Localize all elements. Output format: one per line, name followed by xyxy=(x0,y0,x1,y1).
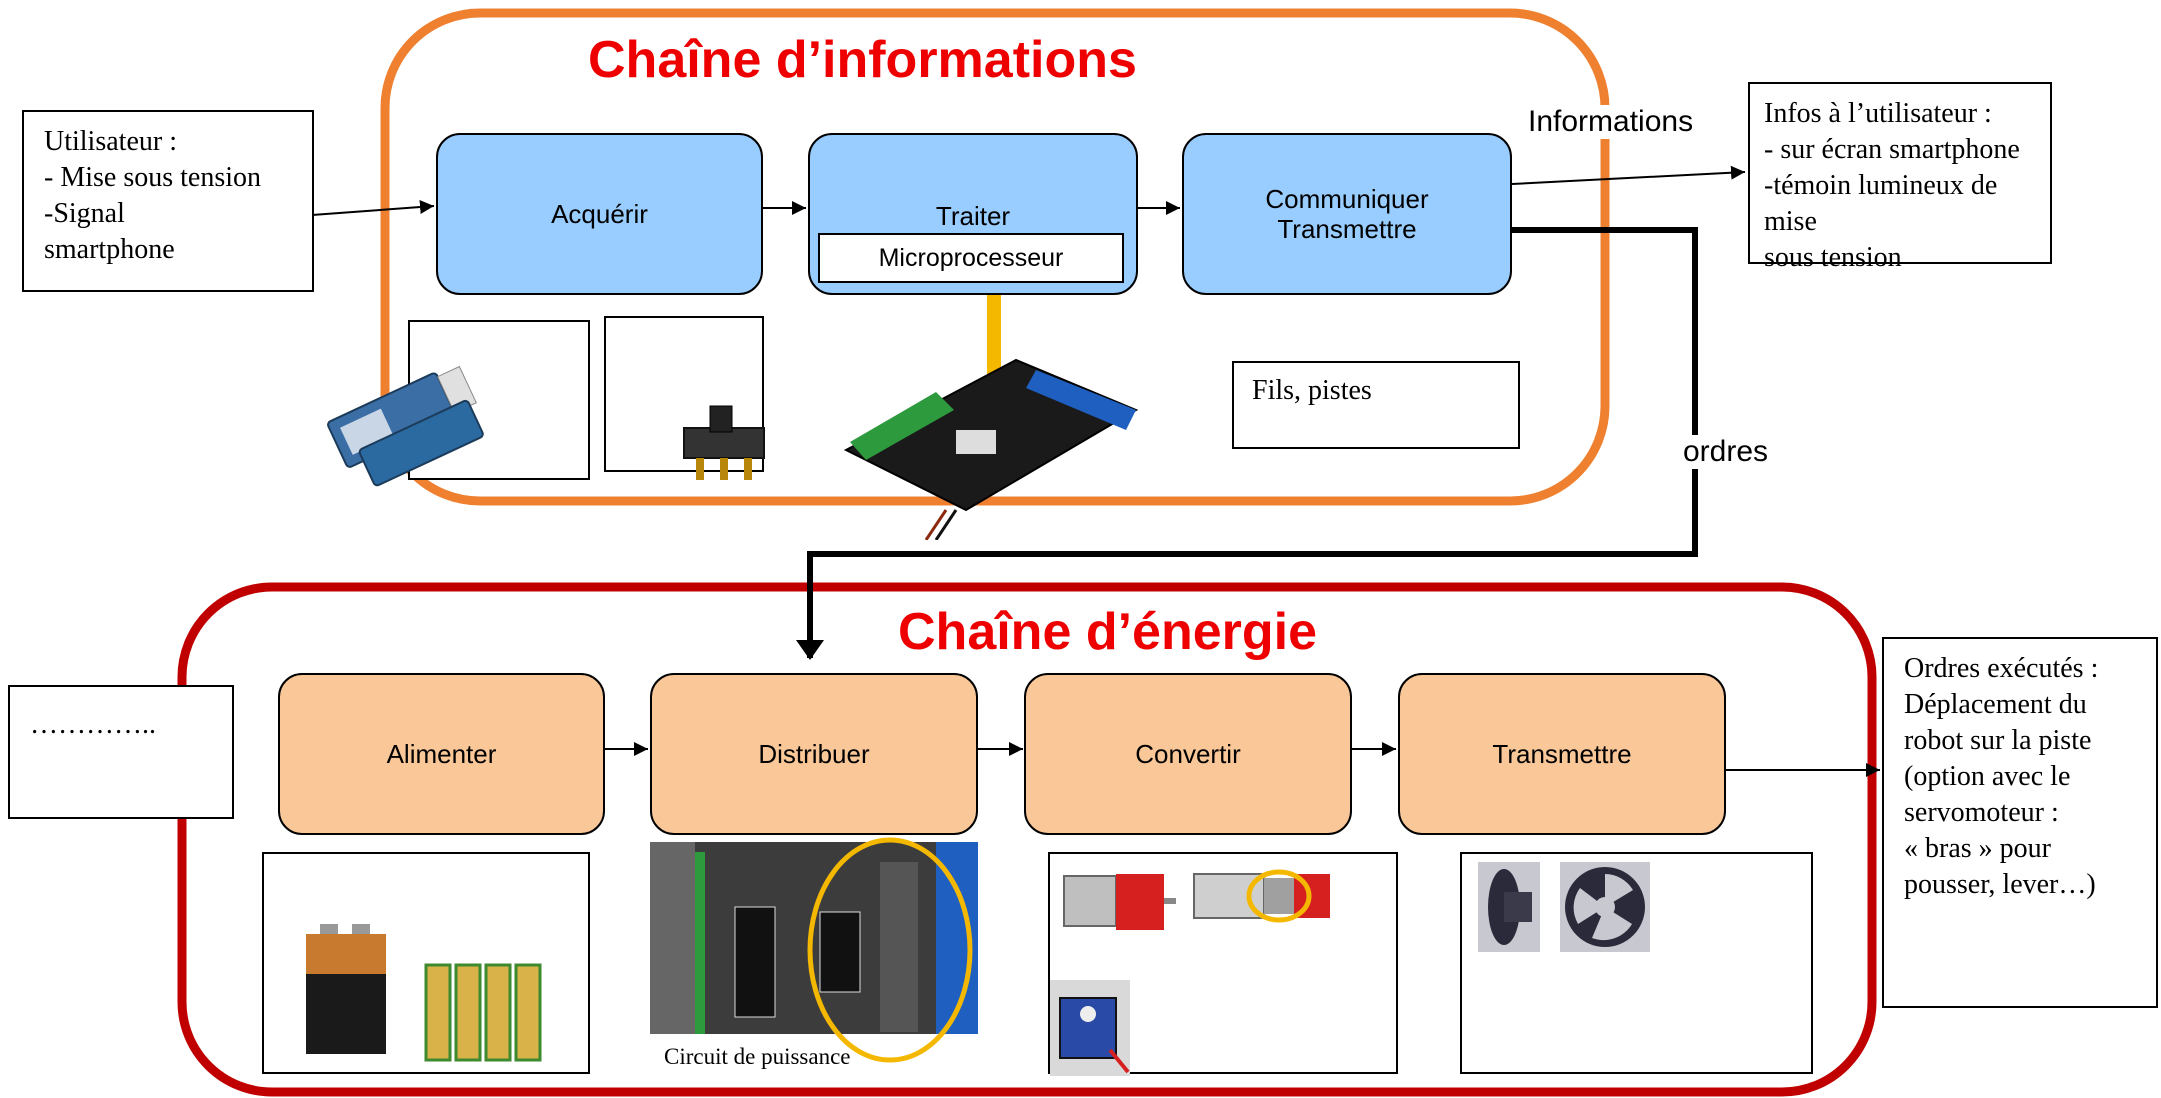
power-circuit-highlight xyxy=(807,837,973,1063)
gear-motor-icon xyxy=(1193,869,1330,923)
battery-9v-icon xyxy=(306,924,386,1054)
wires-box: Fils, pistes xyxy=(1232,361,1520,449)
orders-executed-box: Ordres exécutés : Déplacement du robot s… xyxy=(1882,637,2158,1008)
wheel-icon xyxy=(1560,862,1650,952)
info-chain-frame xyxy=(380,8,1610,506)
informations-label: Informations xyxy=(1528,105,1694,139)
alimenter-box: Alimenter xyxy=(278,673,605,835)
bluetooth-module-icon xyxy=(327,365,484,487)
slide-switch-icon xyxy=(683,405,765,480)
servo-motor-icon xyxy=(1050,980,1130,1076)
power-circuit-board-icon xyxy=(650,842,978,1034)
aa-batteries-icon xyxy=(424,963,542,1062)
user-input-box: Utilisateur : - Mise sous tension -Signa… xyxy=(22,110,314,292)
energy-chain-frame xyxy=(177,582,1877,1097)
acquerir-box: Acquérir xyxy=(436,133,763,295)
energy-chain-title: Chaîne d’énergie xyxy=(898,603,1317,661)
dc-motor-icon xyxy=(1050,854,1178,954)
distribuer-box: Distribuer xyxy=(650,673,978,835)
transmettre-box: Transmettre xyxy=(1398,673,1726,835)
communiquer-transmettre-box: Communiquer Transmettre xyxy=(1182,133,1512,295)
power-circuit-caption: Circuit de puissance xyxy=(664,1044,851,1069)
microcontroller-board-icon xyxy=(843,358,1139,540)
ordres-label: ordres xyxy=(1679,435,1773,469)
hub-icon xyxy=(1478,862,1540,952)
info-chain-title: Chaîne d’informations xyxy=(588,31,1137,89)
traiter-label: Traiter xyxy=(935,201,1011,231)
energy-input-box: ………….. xyxy=(8,685,234,819)
microprocessor-label: Microprocesseur xyxy=(818,233,1124,283)
convertir-box: Convertir xyxy=(1024,673,1352,835)
user-info-output-box: Infos à l’utilisateur : - sur écran smar… xyxy=(1748,82,2052,273)
